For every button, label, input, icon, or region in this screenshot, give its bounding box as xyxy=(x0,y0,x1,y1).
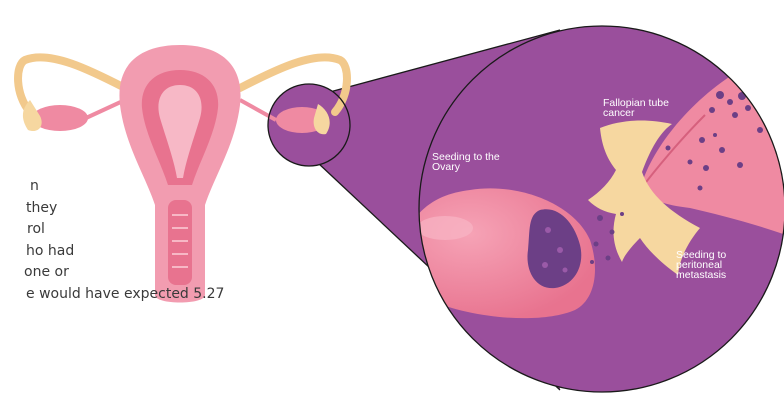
paragraph-line: e would have expected 5.27 xyxy=(0,284,300,306)
paragraph-line: one or xyxy=(0,262,300,284)
label-seeding-to-ovary: Seeding to the Ovary xyxy=(432,152,500,172)
paragraph-line: rol xyxy=(0,219,300,241)
label-seeding-to-peritoneal: Seeding to peritoneal metastasis xyxy=(676,250,726,280)
label-fallopian-tube-cancer: Fallopian tube cancer xyxy=(603,98,669,118)
paragraph-line: n xyxy=(0,176,300,198)
paragraph-line: ho had xyxy=(0,241,300,263)
background-paragraph: n they rol ho had one or e would have ex… xyxy=(0,176,300,305)
paragraph-line: they xyxy=(0,198,300,220)
